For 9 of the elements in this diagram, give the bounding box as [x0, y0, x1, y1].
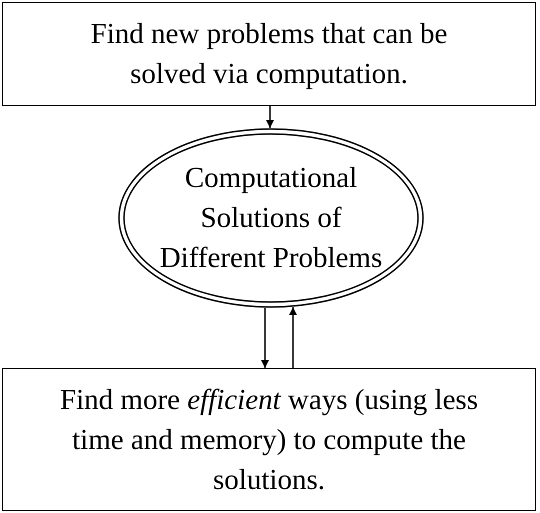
double-ellipse	[118, 128, 424, 308]
arrow	[266, 106, 274, 128]
process-box	[2, 2, 536, 106]
arrow	[261, 308, 269, 368]
node-text: Find more efficient ways (using less time and memory) to compute the solutions.	[58, 382, 480, 498]
node-text: Find new problems that can be solved via computation.	[90, 17, 448, 92]
arrow	[289, 307, 297, 368]
process-box	[2, 368, 536, 511]
node-text: Computational Solutions of Different Problems	[158, 161, 384, 276]
